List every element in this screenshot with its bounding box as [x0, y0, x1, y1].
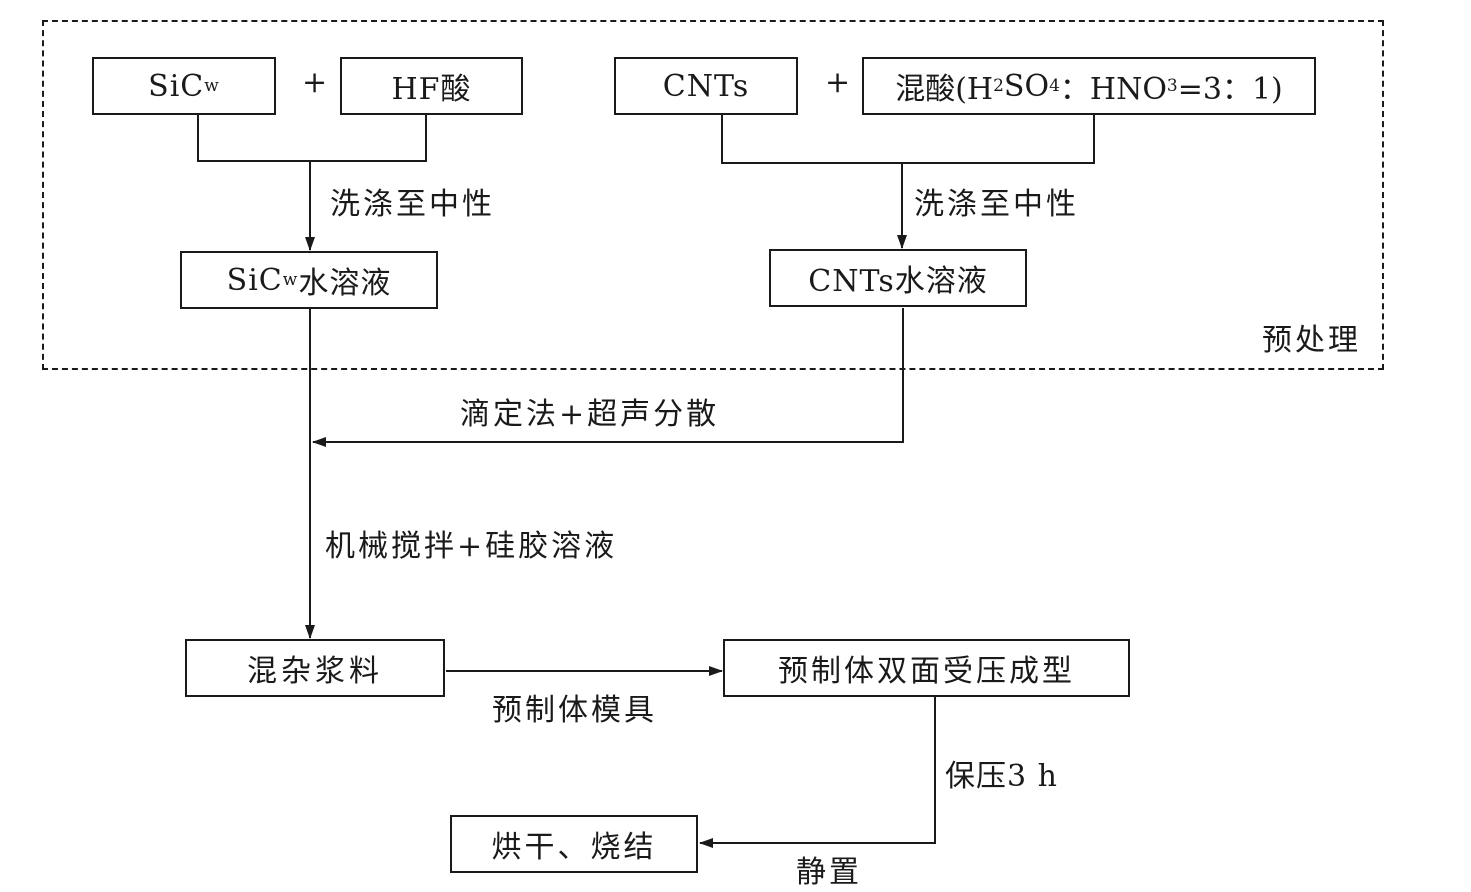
hold-pressure-label: 保压3 h	[945, 759, 1058, 794]
sicw-solution-suffix: 水溶液	[298, 266, 392, 301]
mixed-acid-prefix: 混酸(H	[895, 72, 994, 107]
hybrid-slurry-box: 混杂浆料	[185, 639, 445, 697]
dry-sinter-box: 烘干、烧结	[450, 815, 698, 873]
wash-label-right: 洗涤至中性	[914, 187, 1079, 222]
cnts-box: CNTs	[614, 57, 798, 115]
hf-acid-box: HF酸	[340, 57, 523, 115]
plus-left: +	[302, 65, 328, 100]
preform-mold-label: 预制体模具	[492, 693, 657, 728]
hold-pressure-arrow	[699, 697, 936, 848]
right-merge-line	[721, 115, 1095, 164]
stirring-label: 机械搅拌+硅胶溶液	[325, 529, 618, 564]
pretreatment-region	[42, 20, 1384, 370]
sicw-solution-base: SiC	[226, 262, 283, 298]
titration-label: 滴定法+超声分散	[460, 397, 720, 432]
titration-arrow	[312, 308, 904, 447]
sicw-base: SiC	[148, 68, 205, 104]
pretreatment-label: 预处理	[1262, 323, 1361, 358]
mixed-acid-mid1: SO	[1003, 68, 1050, 104]
double-press-box: 预制体双面受压成型	[723, 639, 1130, 697]
plus-right: +	[825, 65, 851, 100]
cnts-solution-box: CNTs水溶液	[769, 249, 1027, 307]
mixed-acid-mid2: ：HNO	[1059, 72, 1167, 107]
wash-label-left: 洗涤至中性	[330, 187, 495, 222]
left-merge-line	[197, 115, 427, 162]
mixed-acid-suffix: =3：1)	[1177, 72, 1283, 107]
standing-label: 静置	[796, 855, 862, 890]
